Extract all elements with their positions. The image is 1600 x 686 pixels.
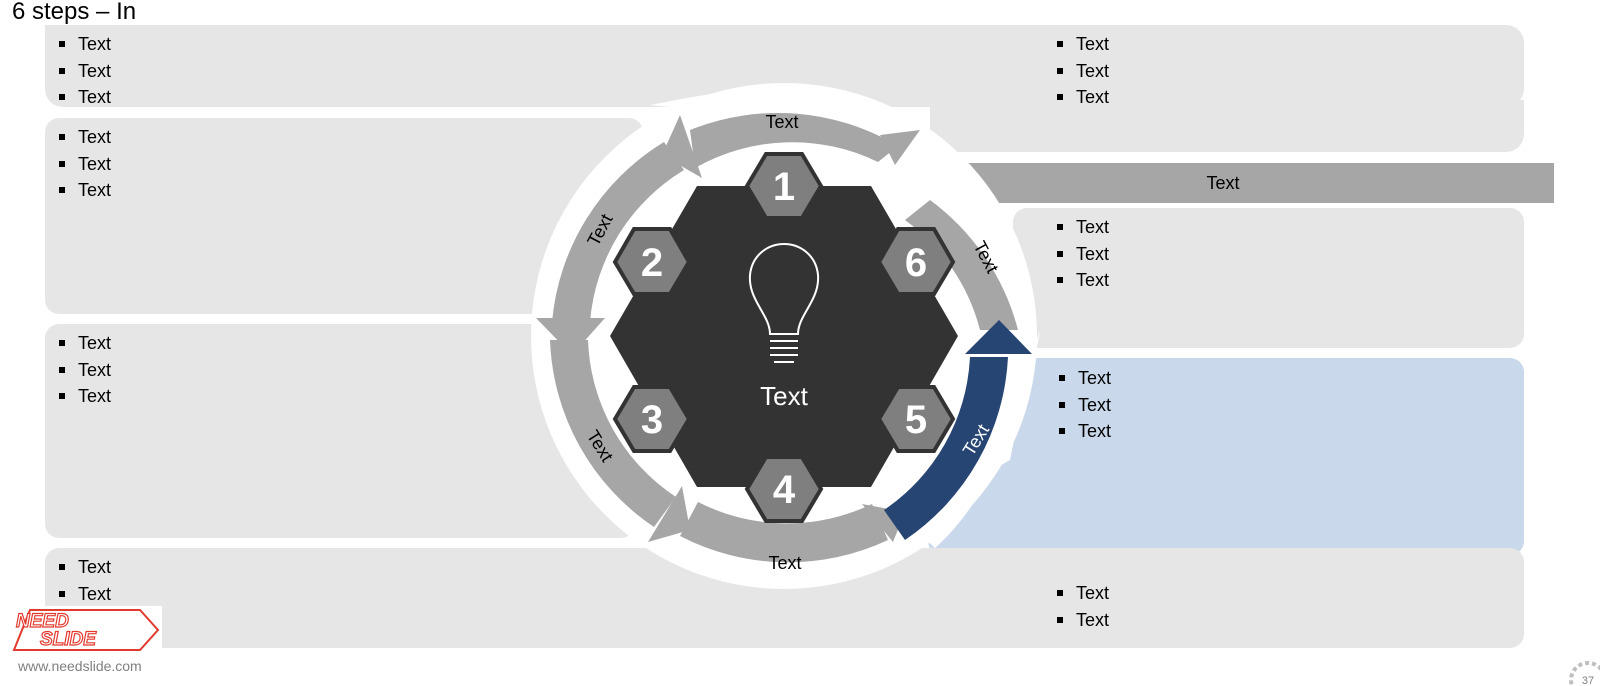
list-item: Text xyxy=(57,31,111,58)
step-number-5: 5 xyxy=(905,398,927,442)
arrow-label-top: Text xyxy=(765,112,798,132)
svg-text:NEED: NEED xyxy=(16,611,69,632)
list-item: Text xyxy=(57,330,111,357)
list-right-highlight: Text Text Text xyxy=(1057,365,1111,445)
highlight-arrow xyxy=(884,357,1008,540)
step-number-4: 4 xyxy=(773,468,796,512)
step-number-3: 3 xyxy=(641,398,663,442)
list-item: Text xyxy=(1055,31,1109,58)
connector-bar-label: Text xyxy=(1206,173,1240,193)
list-item: Text xyxy=(57,151,111,178)
page-title: 6 steps – In xyxy=(12,0,137,25)
logo-mark: NEED SLIDE xyxy=(12,609,160,651)
list-left-upper: Text Text Text xyxy=(57,124,111,204)
logo-url: www.needslide.com xyxy=(18,658,142,674)
needslide-logo: NEED SLIDE xyxy=(0,606,162,686)
list-item: Text xyxy=(57,581,111,608)
list-item: Text xyxy=(1055,607,1109,634)
list-item: Text xyxy=(1055,84,1109,111)
list-item: Text xyxy=(1055,241,1109,268)
ring-arrows xyxy=(536,112,1018,563)
list-item: Text xyxy=(1057,392,1111,419)
list-bottom-right: Text Text xyxy=(1055,580,1109,633)
connector-bar xyxy=(958,163,1554,203)
svg-text:SLIDE: SLIDE xyxy=(40,629,97,650)
list-right-upper: Text Text Text xyxy=(1055,214,1109,294)
panel-top-right-extension xyxy=(930,100,1524,152)
list-item: Text xyxy=(57,177,111,204)
page-number-badge: 37 xyxy=(1569,661,1600,686)
list-item: Text xyxy=(57,554,111,581)
list-item: Text xyxy=(1055,214,1109,241)
lightbulb-icon xyxy=(748,242,820,363)
list-item: Text xyxy=(1055,580,1109,607)
list-item: Text xyxy=(1055,58,1109,85)
list-item: Text xyxy=(57,124,111,151)
list-item: Text xyxy=(1057,365,1111,392)
list-bottom-left: Text Text xyxy=(57,554,111,607)
step-number-1: 1 xyxy=(773,165,795,209)
list-item: Text xyxy=(57,383,111,410)
list-item: Text xyxy=(1057,418,1111,445)
list-item: Text xyxy=(57,58,111,85)
list-item: Text xyxy=(57,84,111,111)
list-item: Text xyxy=(1055,267,1109,294)
list-item: Text xyxy=(57,357,111,384)
step-hexagons xyxy=(612,152,956,523)
center-label: Text xyxy=(760,381,808,411)
center-hexagon xyxy=(610,186,958,487)
list-left-lower: Text Text Text xyxy=(57,330,111,410)
step-number-6: 6 xyxy=(905,241,927,285)
list-top-left: Text Text Text xyxy=(57,31,111,111)
step-number-2: 2 xyxy=(641,241,663,285)
page-number: 37 xyxy=(1582,675,1594,686)
list-top-right: Text Text Text xyxy=(1055,31,1109,111)
panel-right-upper xyxy=(1013,208,1524,348)
arrow-label-bottom: Text xyxy=(768,553,801,573)
